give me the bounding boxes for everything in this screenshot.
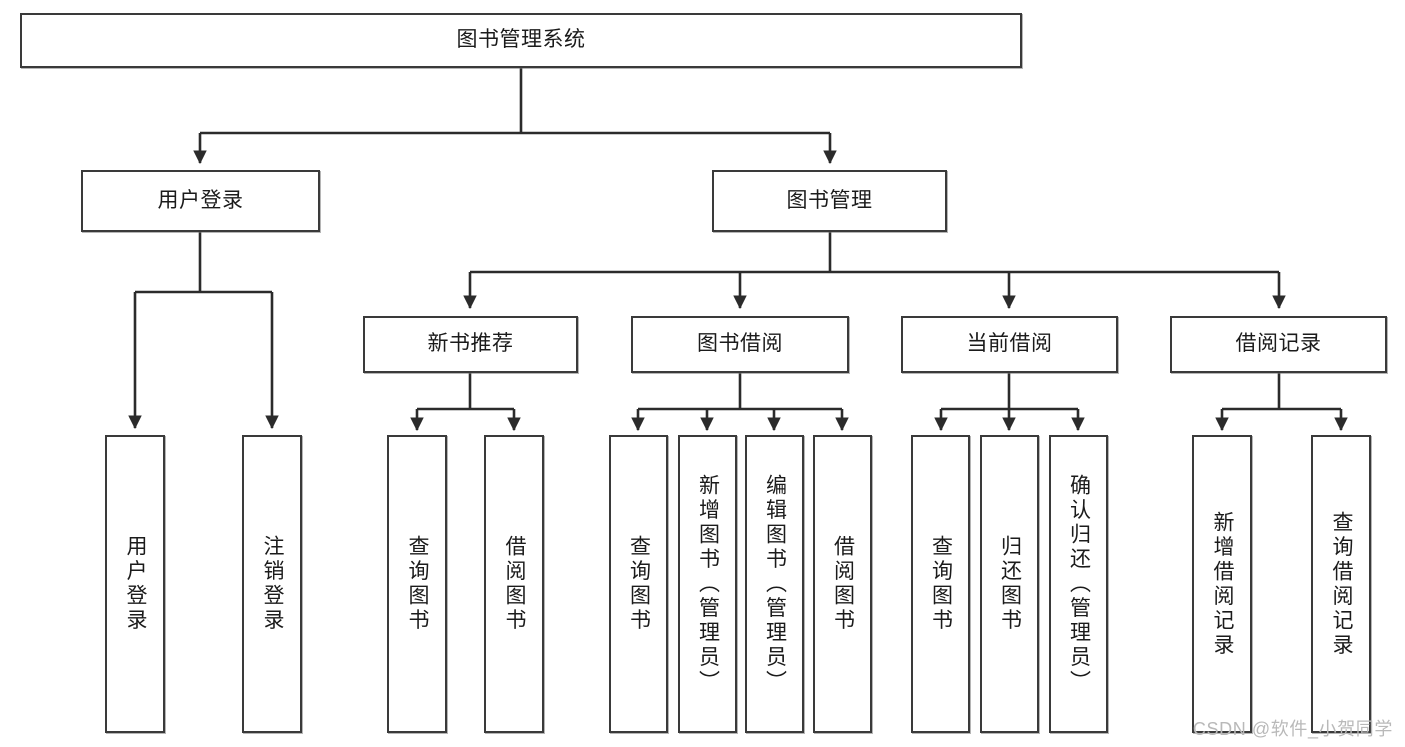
leaf-query-book-3-label: 查询图书 <box>929 535 953 633</box>
node-root-label: 图书管理系统 <box>456 28 586 52</box>
node-current-borrow-label: 当前借阅 <box>966 332 1053 356</box>
leaf-borrow-book-1[interactable]: 借阅图书 <box>484 435 544 733</box>
node-user-login-label: 用户登录 <box>157 188 244 212</box>
watermark: CSDN @软件_小贺同学 <box>1192 719 1393 739</box>
leaf-query-book-2-label: 查询图书 <box>627 535 651 633</box>
node-borrow-record-label: 借阅记录 <box>1235 332 1322 356</box>
leaf-borrow-book-2-label: 借阅图书 <box>831 535 855 633</box>
node-new-book-recommend-label: 新书推荐 <box>427 332 514 356</box>
leaf-query-book-1-label: 查询图书 <box>406 535 430 633</box>
leaf-add-borrow-record[interactable]: 新增借阅记录 <box>1192 435 1252 733</box>
node-book-manage-label: 图书管理 <box>786 188 873 212</box>
leaf-query-book-3[interactable]: 查询图书 <box>911 435 970 733</box>
leaf-borrow-book-1-label: 借阅图书 <box>503 535 527 633</box>
leaf-add-borrow-record-label: 新增借阅记录 <box>1211 510 1235 658</box>
node-user-login[interactable]: 用户登录 <box>81 170 320 232</box>
leaf-query-borrow-record[interactable]: 查询借阅记录 <box>1311 435 1371 733</box>
leaf-return-book-label: 归还图书 <box>998 535 1022 633</box>
node-book-manage[interactable]: 图书管理 <box>712 170 947 232</box>
leaf-edit-book[interactable]: 编辑图书（管理员） <box>745 435 804 733</box>
leaf-logout-label: 注销登录 <box>261 535 285 633</box>
leaf-borrow-book-2[interactable]: 借阅图书 <box>813 435 872 733</box>
node-root[interactable]: 图书管理系统 <box>20 13 1022 68</box>
leaf-add-book-label: 新增图书（管理员） <box>696 473 720 695</box>
leaf-edit-book-label: 编辑图书（管理员） <box>763 473 787 695</box>
leaf-query-book-2[interactable]: 查询图书 <box>609 435 668 733</box>
leaf-query-book-1[interactable]: 查询图书 <box>387 435 447 733</box>
leaf-return-book[interactable]: 归还图书 <box>980 435 1039 733</box>
node-borrow-record[interactable]: 借阅记录 <box>1170 316 1387 373</box>
leaf-logout[interactable]: 注销登录 <box>242 435 302 733</box>
leaf-query-borrow-record-label: 查询借阅记录 <box>1330 510 1354 658</box>
node-new-book-recommend[interactable]: 新书推荐 <box>363 316 578 373</box>
leaf-confirm-return-label: 确认归还（管理员） <box>1067 473 1091 695</box>
leaf-add-book[interactable]: 新增图书（管理员） <box>678 435 737 733</box>
node-book-borrow[interactable]: 图书借阅 <box>631 316 849 373</box>
node-current-borrow[interactable]: 当前借阅 <box>901 316 1118 373</box>
leaf-confirm-return[interactable]: 确认归还（管理员） <box>1049 435 1108 733</box>
node-book-borrow-label: 图书借阅 <box>697 332 783 356</box>
leaf-login[interactable]: 用户登录 <box>105 435 165 733</box>
leaf-login-label: 用户登录 <box>124 535 148 633</box>
